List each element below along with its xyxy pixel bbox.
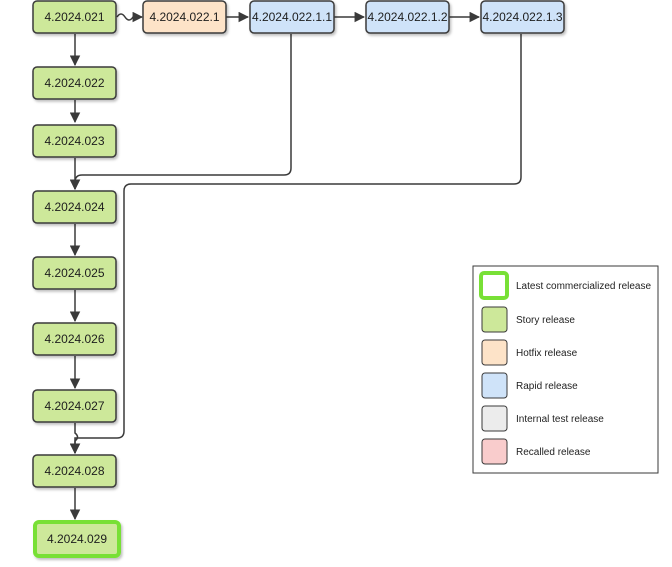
release-node-4.2024.025[interactable]: 4.2024.025 <box>32 256 117 290</box>
release-node-4.2024.028[interactable]: 4.2024.028 <box>32 454 117 488</box>
legend-item-rapid: Rapid release <box>481 372 578 399</box>
node-box <box>32 454 117 488</box>
legend-item-recalled: Recalled release <box>481 438 591 465</box>
node-box <box>33 520 121 558</box>
legend-label-hotfix: Hotfix release <box>516 348 578 359</box>
node-label: 4.2024.028 <box>44 464 104 478</box>
node-label: 4.2024.023 <box>44 134 104 148</box>
legend-item-hotfix: Hotfix release <box>481 339 578 366</box>
node-box <box>32 0 117 34</box>
legend-label-internal-test: Internal test release <box>516 414 604 425</box>
node-box <box>32 256 117 290</box>
legend-item-story: Story release <box>481 306 575 333</box>
node-box <box>32 190 117 224</box>
release-node-4.2024.023[interactable]: 4.2024.023 <box>32 124 117 158</box>
legend-swatch-hotfix <box>481 339 508 366</box>
legend-item-internal-test: Internal test release <box>481 405 604 432</box>
legend-swatch-internal-test <box>481 405 508 432</box>
node-box <box>32 389 117 423</box>
release-node-4.2024.022.1.3[interactable]: 4.2024.022.1.3 <box>480 0 565 34</box>
legend-swatch-story <box>481 306 508 333</box>
legend-swatch-latest <box>479 271 509 300</box>
node-label: 4.2024.021 <box>44 10 104 24</box>
node-label: 4.2024.029 <box>47 532 107 546</box>
node-label: 4.2024.027 <box>44 399 104 413</box>
legend-label-story: Story release <box>516 315 575 326</box>
node-box <box>32 124 117 158</box>
nodes: 4.2024.021 4.2024.022 4.2024.023 4.2024.… <box>32 0 565 558</box>
edges <box>69 11 522 521</box>
legend-swatch-rapid <box>481 372 508 399</box>
node-label: 4.2024.024 <box>44 200 104 214</box>
node-label: 4.2024.022.1 <box>149 10 219 24</box>
node-label: 4.2024.022.1.2 <box>367 10 447 24</box>
legend-label-recalled: Recalled release <box>516 447 591 458</box>
release-node-4.2024.022.1.1[interactable]: 4.2024.022.1.1 <box>249 0 335 34</box>
legend-item-latest: Latest commercialized release <box>479 271 651 300</box>
node-box <box>32 66 117 100</box>
node-box <box>365 0 450 34</box>
node-label: 4.2024.026 <box>44 332 104 346</box>
node-box <box>480 0 565 34</box>
release-node-4.2024.022[interactable]: 4.2024.022 <box>32 66 117 100</box>
edge-021-hotfix <box>116 11 144 23</box>
release-node-4.2024.022.1.2[interactable]: 4.2024.022.1.2 <box>365 0 450 34</box>
node-label: 4.2024.025 <box>44 266 104 280</box>
edge-rapid1-024 <box>69 34 292 191</box>
release-node-4.2024.024[interactable]: 4.2024.024 <box>32 190 117 224</box>
legend-label-latest: Latest commercialized release <box>516 281 651 292</box>
legend-swatch-recalled <box>481 438 508 465</box>
release-node-4.2024.022.1[interactable]: 4.2024.022.1 <box>142 0 227 34</box>
release-node-4.2024.021[interactable]: 4.2024.021 <box>32 0 117 34</box>
legend: Latest commercialized release Story rele… <box>472 265 659 474</box>
edge-rapid3-028 <box>69 34 522 455</box>
legend-label-rapid: Rapid release <box>516 381 578 392</box>
release-node-4.2024.026[interactable]: 4.2024.026 <box>32 322 117 356</box>
release-node-4.2024.027[interactable]: 4.2024.027 <box>32 389 117 423</box>
release-node-4.2024.029-latest[interactable]: 4.2024.029 <box>33 520 121 558</box>
node-label: 4.2024.022.1.3 <box>482 10 562 24</box>
node-label: 4.2024.022 <box>44 76 104 90</box>
node-label: 4.2024.022.1.1 <box>252 10 332 24</box>
node-box <box>142 0 227 34</box>
node-box <box>32 322 117 356</box>
node-box <box>249 0 335 34</box>
